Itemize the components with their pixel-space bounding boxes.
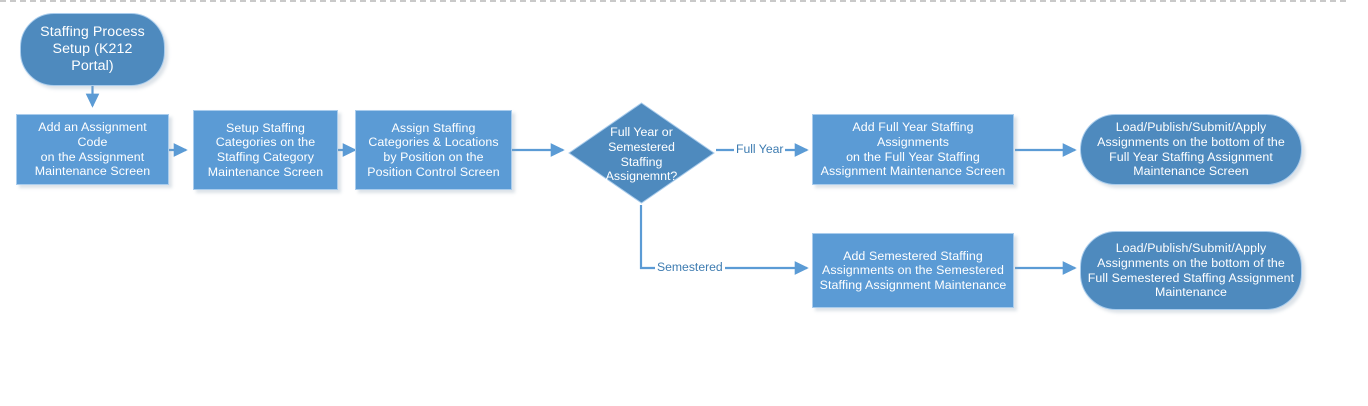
node-setup-staffing-categories[interactable]: Setup Staffing Categories on the Staffin… (193, 110, 338, 190)
connector-decision-to-semestered-process (639, 205, 809, 275)
node-add-assignment-code[interactable]: Add an Assignment Code on the Assignment… (16, 114, 169, 185)
edge-label-full-year: Full Year (734, 142, 786, 156)
edge-label-semestered: Semestered (655, 260, 725, 274)
node-decision-label: Full Year or Semestered Staffing Assigne… (605, 125, 678, 184)
node-start-label: Staffing Process Setup (K212 Portal) (40, 24, 145, 74)
node-assign-staffing-categories-locations-label: Assign Staffing Categories & Locations b… (367, 120, 500, 179)
node-full-year-load-publish[interactable]: Load/Publish/Submit/Apply Assignments on… (1080, 114, 1302, 185)
node-start-staffing-process-setup[interactable]: Staffing Process Setup (K212 Portal) (20, 13, 165, 86)
node-add-semestered-assignments-label: Add Semestered Staffing Assignments on t… (819, 248, 1007, 292)
node-semestered-load-publish[interactable]: Load/Publish/Submit/Apply Assignments on… (1080, 231, 1302, 310)
node-assign-staffing-categories-locations[interactable]: Assign Staffing Categories & Locations b… (355, 110, 512, 190)
node-add-semestered-assignments[interactable]: Add Semestered Staffing Assignments on t… (812, 233, 1014, 308)
node-decision-full-year-or-semestered[interactable]: Full Year or Semestered Staffing Assigne… (567, 101, 716, 205)
node-full-year-load-publish-label: Load/Publish/Submit/Apply Assignments on… (1097, 120, 1285, 179)
decision-diamond-shape (567, 101, 716, 205)
node-setup-staffing-categories-label: Setup Staffing Categories on the Staffin… (207, 120, 324, 179)
node-add-full-year-assignments-label: Add Full Year Staffing Assignments on th… (820, 120, 1006, 179)
node-add-assignment-code-label: Add an Assignment Code on the Assignment… (34, 120, 151, 179)
canvas-boundary-dashed-line (0, 0, 1346, 2)
node-semestered-load-publish-label: Load/Publish/Submit/Apply Assignments on… (1087, 241, 1295, 300)
node-add-full-year-assignments[interactable]: Add Full Year Staffing Assignments on th… (812, 114, 1014, 185)
